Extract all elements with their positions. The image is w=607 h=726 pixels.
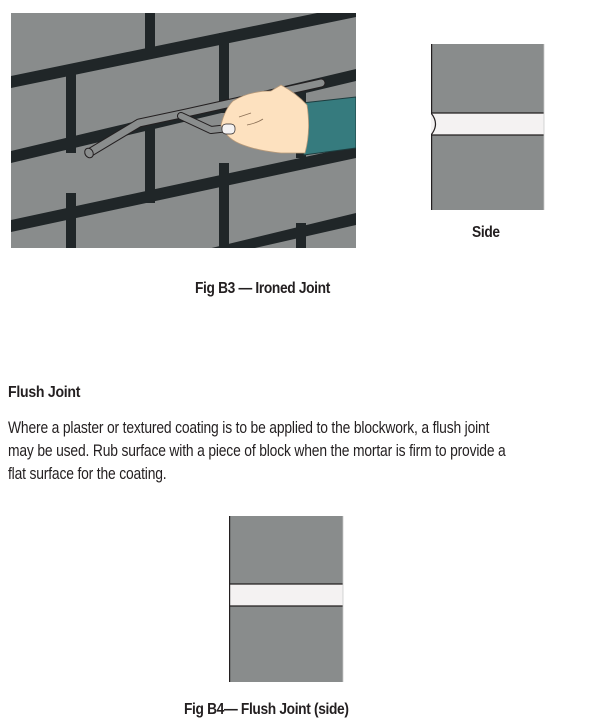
figure-b4-caption: Fig B4— Flush Joint (side)	[184, 701, 349, 718]
flush-joint-side-view	[229, 516, 344, 682]
body-line: Where a plaster or textured coating is t…	[8, 419, 490, 437]
section-body: Where a plaster or textured coating is t…	[8, 417, 600, 486]
body-line: may be used. Rub surface with a piece of…	[8, 442, 506, 460]
hand	[220, 84, 309, 154]
figure-b3-caption: Fig B3 — Ironed Joint	[195, 280, 330, 297]
body-line: flat surface for the coating.	[8, 465, 167, 483]
concave-joint-profile	[431, 112, 437, 136]
ironed-joint-illustration	[11, 13, 356, 248]
side-view-label: Side	[472, 224, 500, 241]
ironed-joint-side-view	[431, 44, 545, 210]
section-heading: Flush Joint	[8, 384, 81, 401]
